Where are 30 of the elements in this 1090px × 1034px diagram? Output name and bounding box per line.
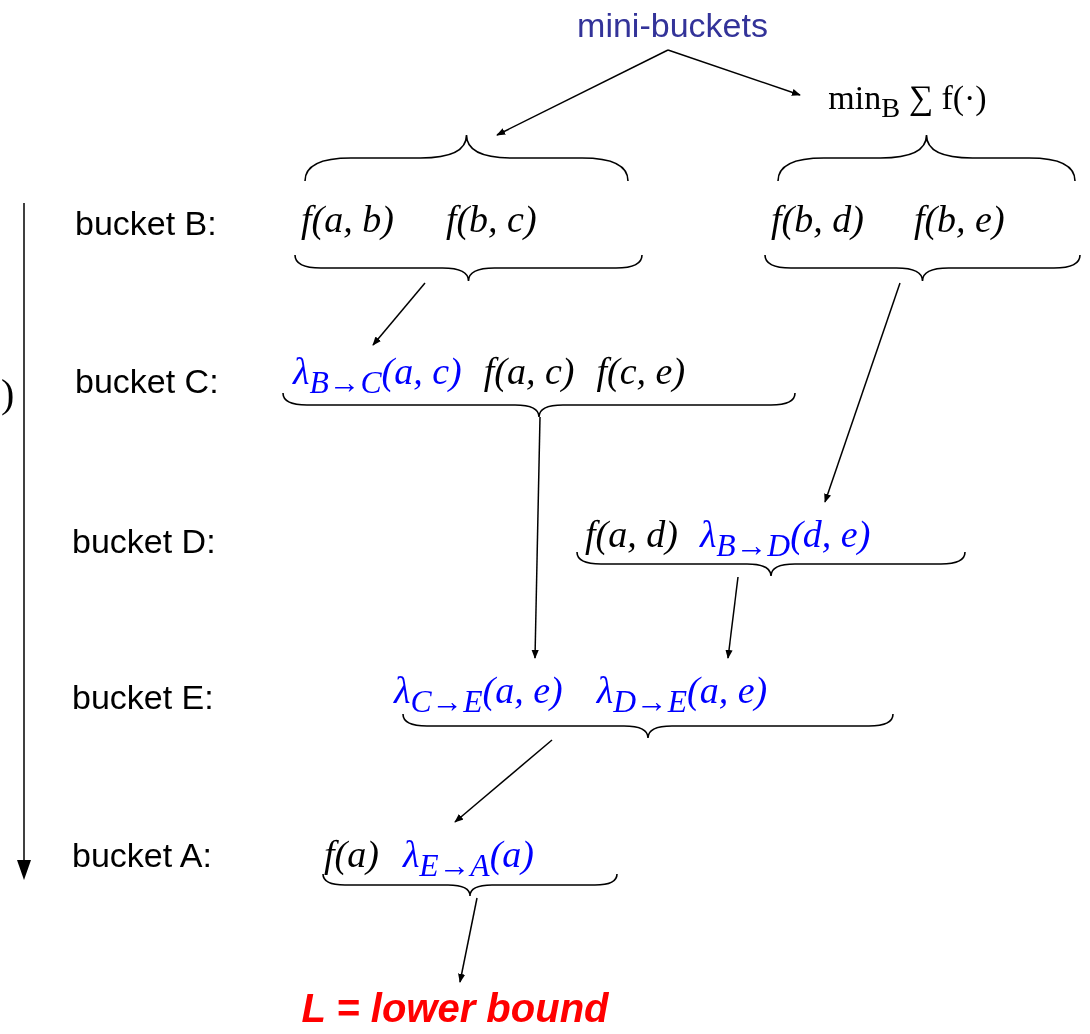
result-text: L = lower bound [240,982,670,1034]
function-term: f(b, e) [913,197,1005,241]
bucket-label: bucket B: [75,204,217,243]
function-term: f(a, c) [483,349,575,394]
arrow [496,49,669,136]
message-term: λ$_{D→E}$(a, e) [596,668,768,720]
message-term: λ$_{B→C}$(a, c) [293,349,462,401]
function-term: f(a, d) [585,512,678,557]
arrow [454,739,553,823]
heading-text: mini-buckets [545,0,800,50]
arrow [372,282,426,346]
message-term: λ$_{C→E}$(a, e) [394,668,563,720]
function-term: f(a) [324,832,379,877]
arrow [458,897,478,983]
arrow [725,576,739,659]
arrow [824,282,901,503]
bucket-label: bucket D: [72,522,216,561]
message-term: λ$_{E→A}$(a) [402,832,534,884]
min-sum-formula: min$_{B}$ ∑ f(·) [800,72,1015,140]
function-term: f(a, b) [301,197,394,241]
bucket-label: bucket A: [72,836,212,875]
function-term: f(b, c) [445,197,537,241]
arrow [531,416,541,659]
message-term: λ$_{B→D}$(d, e) [699,512,871,564]
arrow [667,49,801,96]
bucket-label: bucket E: [72,678,214,717]
parenthesis-fragment: ) [1,370,15,417]
function-term: f(c, e) [596,349,686,394]
function-term: f(b, d) [771,197,864,241]
bucket-label: bucket C: [75,362,219,401]
